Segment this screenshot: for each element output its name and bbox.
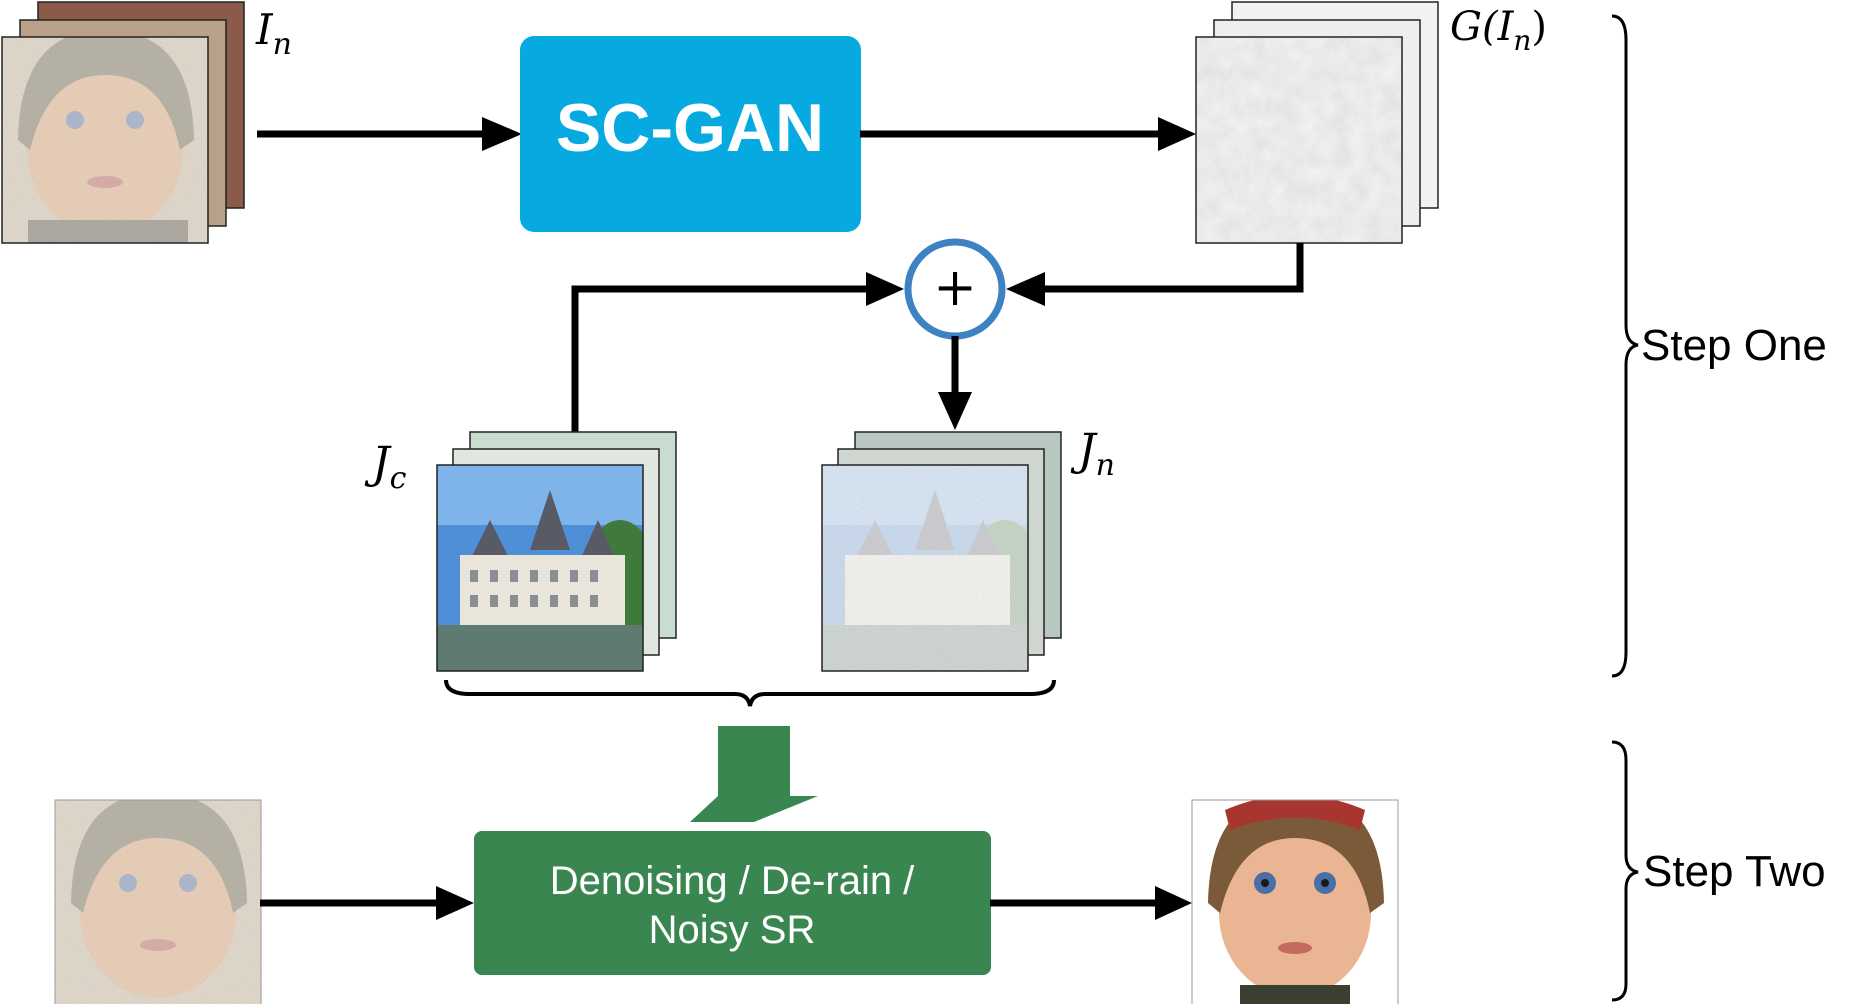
arrow-input-to-scgan [257,117,522,151]
task-label-line2: Noisy SR [649,908,816,952]
scgan-label: SC-GAN [556,90,824,166]
clean-image-stack [436,431,677,672]
label-Jn: Jn [1070,425,1115,483]
clean-castle-image [437,465,643,671]
scgan-box: SC-GAN [520,36,861,232]
noisy-face-image-top [2,37,208,243]
label-In: In [255,5,292,62]
step-one-label: Step One [1641,321,1827,370]
label-Jc: Jc [364,438,407,496]
plus-symbol: + [933,258,977,318]
stack-front-frame [1,36,209,244]
arrow-noisy-to-task [260,886,474,920]
test-noisy-face [54,799,262,1004]
label-G-In: G(In) [1450,4,1547,57]
step-two-label: Step Two [1643,847,1826,896]
output-clean-face [1191,799,1399,1004]
noisy-castle-image [822,465,1028,671]
step-two-brace [1611,740,1639,1002]
task-box: Denoising / De-rain / Noisy SR [474,831,991,975]
step-one-brace [1611,14,1639,678]
stack-front-frame [821,464,1029,672]
training-data-arrow [690,726,818,822]
arrow-adder-to-noisy [938,336,972,430]
adder-node: + [904,238,1006,340]
stack-front-frame [436,464,644,672]
arrow-clean-to-adder [571,272,904,432]
noise-map-texture [1197,38,1401,242]
pair-brace [444,679,1056,707]
noisy-image-stack [821,431,1062,672]
task-label-line1: Denoising / De-rain / [550,859,915,903]
arrow-noise-to-adder [1006,243,1304,306]
arrow-scgan-to-noise [860,117,1196,151]
generated-noise-stack [1195,1,1439,244]
arrow-task-to-output [990,886,1192,920]
input-noisy-stack [1,1,245,244]
